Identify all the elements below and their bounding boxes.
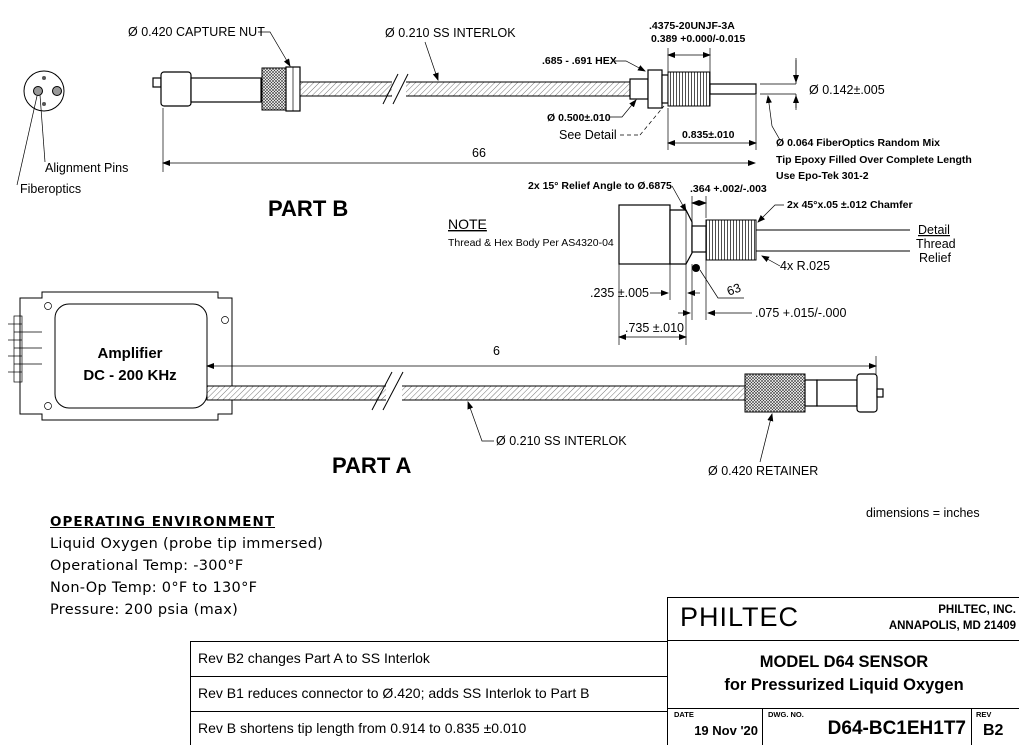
amplifier-housing	[8, 291, 233, 421]
alignment-pins-label: Alignment Pins	[45, 161, 128, 175]
capture-nut-label: Ø 0.420 CAPTURE NUT	[128, 25, 265, 39]
thread-dia-label: 0.389 +0.000/-0.015	[651, 33, 745, 45]
thread-len-label: .364 +.002/-.003	[690, 183, 767, 195]
fiber-note-1: Ø 0.064 FiberOptics Random Mix	[776, 137, 940, 149]
part-b-interlok-label: Ø 0.210 SS INTERLOK	[385, 26, 516, 40]
company-full-name: PHILTEC, INC.	[938, 604, 1016, 616]
amplifier-label-1: Amplifier	[97, 345, 162, 362]
part-a-interlok-label: Ø 0.210 SS INTERLOK	[496, 434, 627, 448]
date-label: DATE	[674, 710, 694, 719]
dwg-label: DWG. NO.	[768, 710, 804, 719]
date-value: 19 Nov '20	[694, 723, 758, 738]
op-env-line: Non-Op Temp: 0°F to 130°F	[50, 580, 258, 596]
revision-row: Rev B2 changes Part A to SS Interlok	[191, 642, 668, 677]
revision-row: Rev B1 reduces connector to Ø.420; adds …	[191, 677, 668, 712]
dwg-number: D64-BC1EH1T7	[827, 718, 966, 739]
thread-spec-label: .4375-20UNJF-3A	[649, 20, 735, 32]
company-row: PHILTEC PHILTEC, INC. ANNAPOLIS, MD 2140…	[668, 598, 1019, 641]
fiber-note-2: Tip Epoxy Filled Over Complete Length	[776, 154, 972, 166]
operating-environment-title: OPERATING ENVIRONMENT	[50, 514, 276, 530]
rev-value: B2	[983, 722, 1004, 739]
finish-label: 63	[725, 281, 743, 299]
tip-dia-label: Ø 0.142±.005	[809, 83, 885, 97]
part-b-length: 66	[472, 146, 486, 160]
part-b-title: PART B	[268, 196, 348, 221]
amplifier-label-2: DC - 200 KHz	[83, 367, 176, 384]
revision-text: Rev B1 reduces connector to Ø.420; adds …	[198, 685, 590, 701]
revision-text: Rev B2 changes Part A to SS Interlok	[198, 650, 430, 666]
relief-angle-label: 2x 15° Relief Angle to Ø.6875	[528, 180, 672, 192]
body-dia-label: Ø 0.500±.010	[547, 112, 611, 124]
hex-label: .685 - .691 HEX	[542, 55, 617, 67]
dwg-cell: DWG. NO. D64-BC1EH1T7	[763, 709, 972, 745]
part-a-length: 6	[493, 344, 500, 358]
part-b-probe-head	[629, 69, 796, 109]
part-a-connector	[744, 373, 884, 413]
op-env-line: Operational Temp: -300°F	[50, 558, 244, 574]
detail-label-2: Thread	[916, 237, 956, 251]
part-b-connector	[152, 71, 262, 107]
part-b-interlok-cable-2	[403, 81, 631, 97]
part-b-interlok-cable-1	[299, 81, 395, 97]
dim-075-label: .075 +.015/-.000	[755, 306, 846, 320]
note-title: NOTE	[448, 216, 487, 232]
revision-table: Rev B2 changes Part A to SS Interlok Rev…	[190, 641, 668, 745]
fiberoptics-label: Fiberoptics	[20, 182, 81, 196]
title-block: PHILTEC PHILTEC, INC. ANNAPOLIS, MD 2140…	[667, 597, 1019, 745]
op-env-line: Liquid Oxygen (probe tip immersed)	[50, 536, 324, 552]
rev-cell: REV B2	[972, 709, 1019, 745]
thread-relief-detail	[618, 204, 910, 272]
units-note: dimensions = inches	[866, 506, 980, 520]
rev-label: REV	[976, 710, 992, 719]
detail-label-3: Relief	[919, 251, 951, 265]
tip-len-label: 0.835±.010	[682, 129, 735, 141]
date-cell: DATE 19 Nov '20	[668, 709, 763, 745]
model-title: MODEL D64 SENSOR	[759, 653, 929, 671]
chamfer-label: 2x 45°x.05 ±.012 Chamfer	[787, 199, 913, 211]
operating-environment: OPERATING ENVIRONMENT Liquid Oxygen (pro…	[50, 511, 323, 621]
model-row: MODEL D64 SENSOR for Pressurized Liquid …	[668, 641, 1019, 709]
fiber-note-3: Use Epo-Tek 301-2	[776, 170, 869, 182]
part-a-interlok-cable-2	[399, 385, 746, 401]
part-a-break	[371, 371, 404, 411]
model-subtitle: for Pressurized Liquid Oxygen	[724, 676, 964, 694]
part-a-interlok-cable-1	[206, 385, 388, 401]
capture-nut	[261, 66, 301, 112]
revision-row: Rev B shortens tip length from 0.914 to …	[191, 712, 668, 745]
revision-text: Rev B shortens tip length from 0.914 to …	[198, 720, 527, 736]
company-address: ANNAPOLIS, MD 21409	[888, 620, 1016, 632]
op-env-line: Pressure: 200 psia (max)	[50, 602, 239, 618]
part-b-fiber-end-view	[16, 70, 65, 186]
part-a-title: PART A	[332, 453, 412, 478]
note-text: Thread & Hex Body Per AS4320-04	[448, 237, 614, 249]
dim-735-label: .735 ±.010	[625, 321, 684, 335]
see-detail-label: See Detail	[559, 128, 617, 142]
part-b-break	[382, 73, 409, 105]
retainer-label: Ø 0.420 RETAINER	[708, 464, 818, 478]
radius-label: 4x R.025	[780, 259, 830, 273]
detail-label-1: Detail	[918, 223, 950, 237]
dim-235-label: .235 ±.005	[590, 286, 649, 300]
company-logo-text: PHILTEC	[680, 602, 800, 632]
